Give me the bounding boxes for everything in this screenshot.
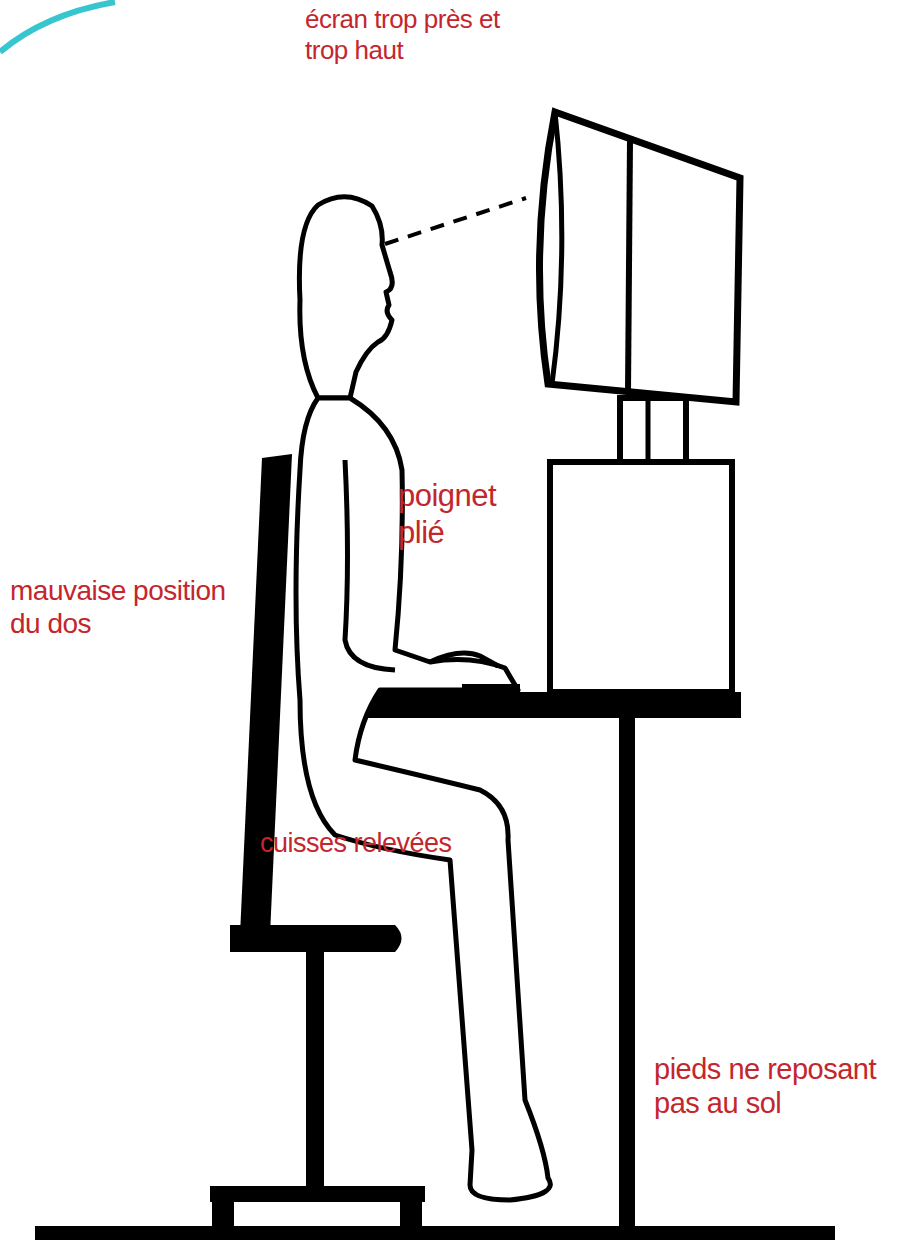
stand-line [646, 400, 651, 460]
desk-top [365, 692, 741, 718]
arm [345, 460, 395, 670]
corner-decoration [0, 2, 115, 52]
desk-leg [619, 716, 635, 1228]
monitor-bezel [552, 112, 562, 384]
chair-wheel [400, 1200, 422, 1226]
annotation-label: écran trop près et trop haut [305, 4, 515, 65]
annotation-label: poignet plié [398, 478, 528, 551]
chair-backrest [240, 454, 292, 935]
floor-line [35, 1226, 835, 1240]
chair-wheel [212, 1200, 234, 1226]
chair-seat [230, 925, 402, 952]
person [296, 197, 550, 1200]
monitor-edge [628, 140, 630, 392]
annotation-label: cuisses relevées [260, 828, 520, 860]
monitor-stand [620, 398, 686, 462]
hand [430, 653, 498, 666]
head [299, 197, 392, 398]
annotation-label: mauvaise position du dos [10, 574, 228, 640]
computer-box [550, 462, 732, 692]
keyboard [462, 684, 520, 693]
sight-line [385, 198, 526, 244]
body [296, 398, 550, 1200]
monitor [539, 112, 740, 402]
chair-base [210, 1186, 425, 1202]
annotation-label: pieds ne reposant pas au sol [654, 1052, 900, 1120]
chair-post [306, 950, 324, 1190]
